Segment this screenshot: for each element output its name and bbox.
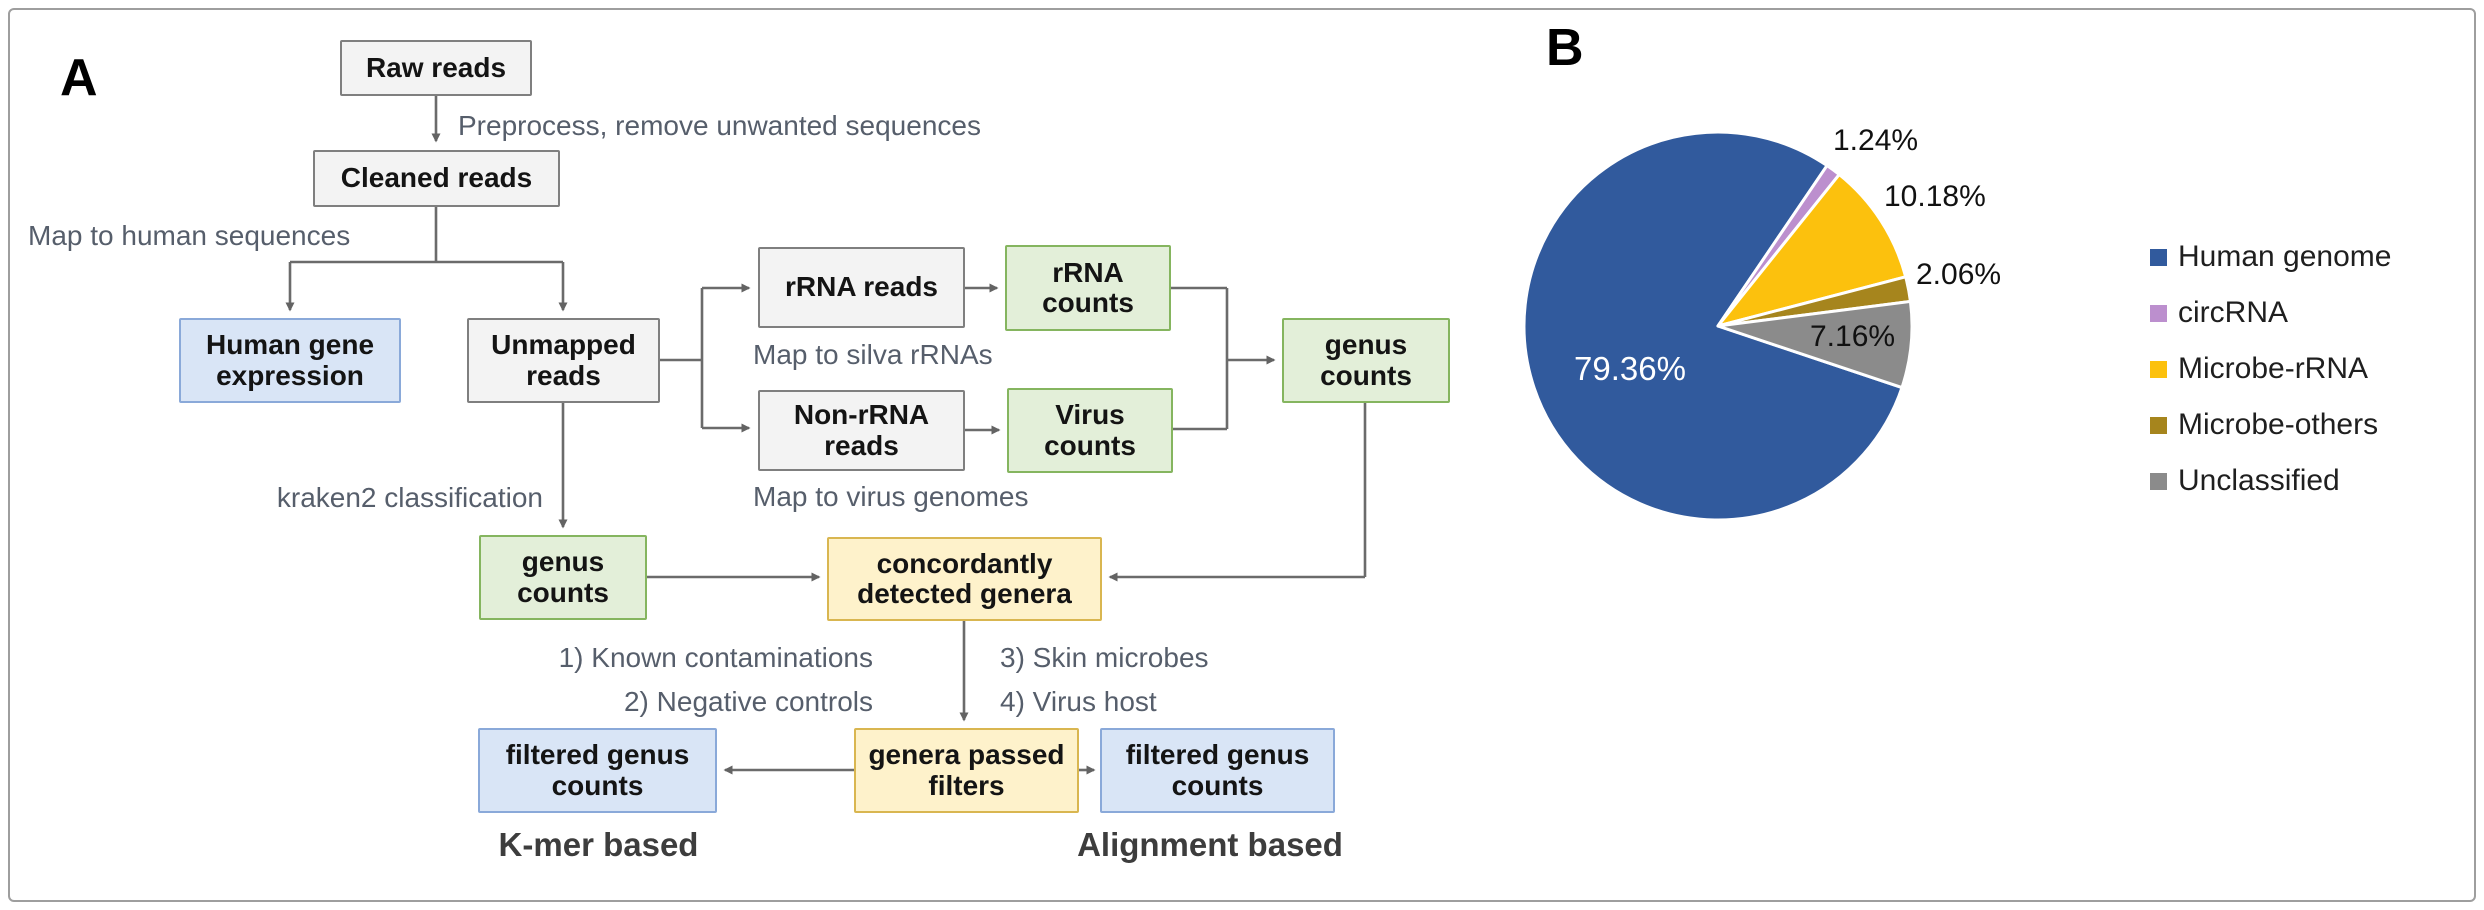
node-filtered-genus-counts-right: filtered genus counts	[1100, 728, 1335, 813]
pie-label-microbe-others: 2.06%	[1916, 258, 2002, 291]
annotation-preprocess: Preprocess, remove unwanted sequences	[458, 110, 981, 141]
node-human-gene-expression: Human gene expression	[179, 318, 401, 403]
node-genera-passed-filters: genera passed filters	[854, 728, 1079, 813]
pie-label-circrna: 1.24%	[1833, 124, 1919, 157]
annotation-negative-controls: 2) Negative controls	[623, 686, 873, 717]
annotation-kraken2: kraken2 classification	[276, 482, 543, 513]
legend-item-microbe-rrna: Microbe-rRNA	[2150, 352, 2391, 386]
annotation-map-silva: Map to silva rRNAs	[753, 339, 993, 370]
label-alignment-based: Alignment based	[1077, 826, 1343, 863]
pie-label-human-genome: 79.36%	[1574, 350, 1686, 387]
panel-b-label: B	[1546, 19, 1584, 77]
node-genus-counts-right: genus counts	[1282, 318, 1450, 403]
node-filtered-genus-counts-left: filtered genus counts	[478, 728, 717, 813]
label-kmer-based: K-mer based	[498, 826, 699, 863]
legend-item-microbe-others: Microbe-others	[2150, 408, 2391, 442]
node-non-rrna-reads: Non-rRNA reads	[758, 390, 965, 471]
legend-swatch-human-genome	[2150, 248, 2167, 266]
node-genus-counts-left: genus counts	[479, 535, 647, 620]
node-rrna-reads: rRNA reads	[758, 247, 965, 328]
panel-a-label: A	[60, 49, 98, 107]
figure-border	[8, 8, 2476, 902]
node-cleaned-reads: Cleaned reads	[313, 150, 560, 207]
annotation-map-virus: Map to virus genomes	[753, 481, 1029, 512]
legend-label-circrna: circRNA	[2178, 296, 2288, 329]
legend-item-human-genome: Human genome	[2150, 240, 2391, 274]
legend-label-unclassified: Unclassified	[2178, 464, 2340, 497]
pie-label-microbe-rrna: 10.18%	[1884, 180, 1986, 213]
legend-item-circrna: circRNA	[2150, 296, 2391, 330]
legend-label-microbe-rrna: Microbe-rRNA	[2178, 352, 2369, 385]
legend-swatch-microbe-rrna	[2150, 360, 2167, 378]
legend-swatch-circrna	[2150, 304, 2167, 322]
legend-label-microbe-others: Microbe-others	[2178, 408, 2379, 441]
legend-swatch-unclassified	[2150, 472, 2167, 490]
node-raw-reads: Raw reads	[340, 40, 532, 96]
legend-swatch-microbe-others	[2150, 416, 2167, 434]
annotation-map-human: Map to human sequences	[28, 220, 351, 251]
annotation-skin-microbes: 3) Skin microbes	[1000, 642, 1209, 673]
legend-label-human-genome: Human genome	[2178, 240, 2392, 273]
legend-item-unclassified: Unclassified	[2150, 464, 2391, 498]
node-unmapped-reads: Unmapped reads	[467, 318, 660, 403]
node-virus-counts: Virus counts	[1007, 388, 1173, 473]
pie-label-unclassified: 7.16%	[1810, 320, 1896, 353]
node-concordantly-detected-genera: concordantly detected genera	[827, 537, 1102, 621]
annotation-virus-host: 4) Virus host	[1000, 686, 1157, 717]
node-rrna-counts: rRNA counts	[1005, 245, 1171, 331]
annotation-known-contaminations: 1) Known contaminations	[558, 642, 873, 673]
pie-legend: Human genome circRNA Microbe-rRNA Microb…	[2150, 240, 2391, 498]
